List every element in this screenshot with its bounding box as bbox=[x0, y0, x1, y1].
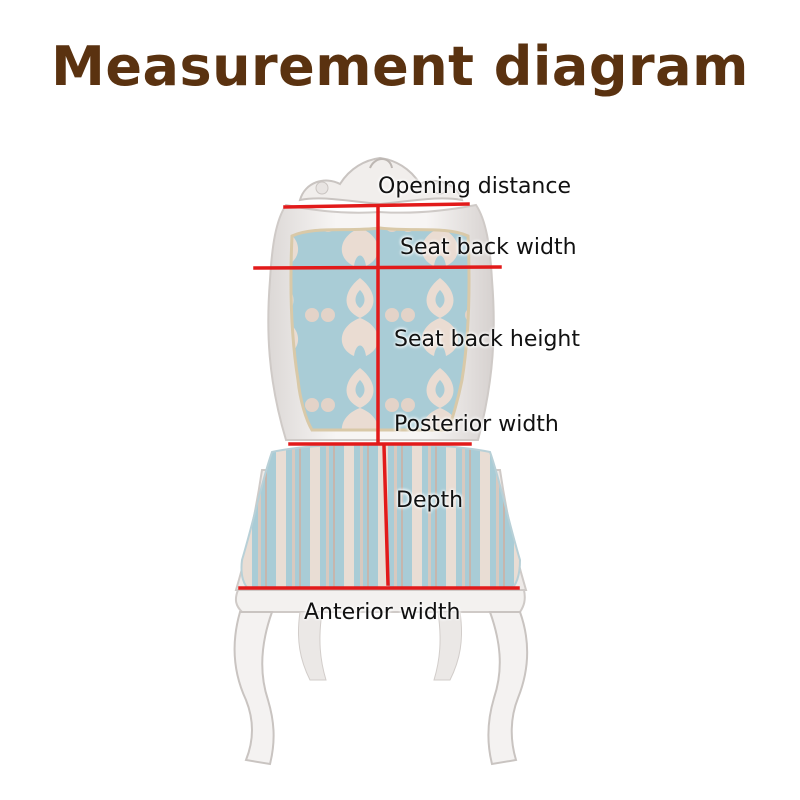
chair-legs bbox=[233, 611, 529, 766]
label-opening-distance: Opening distance bbox=[378, 174, 571, 199]
label-posterior-width: Posterior width bbox=[394, 412, 559, 437]
line-depth bbox=[382, 444, 390, 586]
label-seat-back-height: Seat back height bbox=[394, 327, 581, 352]
measurement-lines bbox=[238, 202, 520, 590]
label-depth: Depth bbox=[396, 488, 464, 513]
backrest-fabric bbox=[289, 226, 471, 432]
label-seat-back-width: Seat back width bbox=[400, 235, 577, 260]
seat-cushion bbox=[240, 442, 522, 591]
label-anterior-width: Anterior width bbox=[304, 600, 461, 625]
page-title: Measurement diagram bbox=[51, 35, 749, 98]
